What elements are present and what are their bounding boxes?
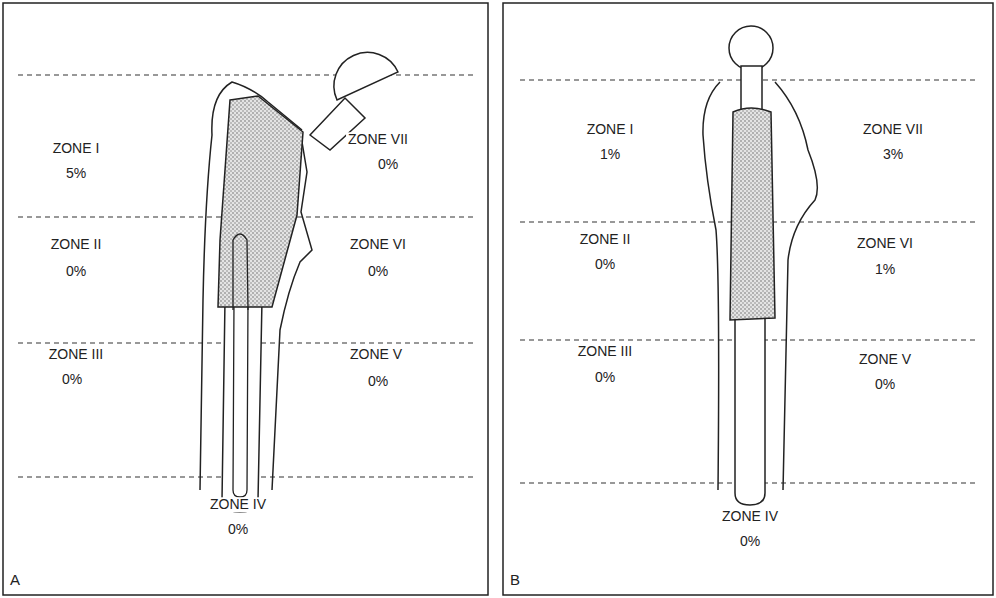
panel-letter: A xyxy=(10,572,20,589)
panel-letter: B xyxy=(510,572,520,589)
percent-label: 0% xyxy=(366,374,390,389)
zone-label: ZONE V xyxy=(348,347,404,362)
percent-label: 5% xyxy=(64,166,88,181)
zone-label: ZONE VII xyxy=(346,132,410,147)
percent-label: 3% xyxy=(881,147,905,162)
femoral-stem xyxy=(729,26,775,505)
femoral-stem xyxy=(218,52,398,512)
zone-label: ZONE IV xyxy=(720,509,780,524)
percent-label: 0% xyxy=(738,534,762,549)
panel-frame xyxy=(503,3,993,595)
zone-label: ZONE II xyxy=(49,237,104,252)
zone-label: ZONE IV xyxy=(208,497,268,512)
panel-frame xyxy=(3,3,488,595)
zone-label: ZONE II xyxy=(578,232,633,247)
percent-label: 0% xyxy=(873,377,897,392)
percent-label: 0% xyxy=(593,370,617,385)
percent-label: 0% xyxy=(593,257,617,272)
zone-label: ZONE VI xyxy=(348,237,408,252)
zone-label: ZONE I xyxy=(585,122,636,137)
percent-label: 1% xyxy=(598,147,622,162)
zone-label: ZONE III xyxy=(47,347,105,362)
percent-label: 0% xyxy=(376,157,400,172)
zone-label: ZONE III xyxy=(576,344,634,359)
percent-label: 1% xyxy=(873,262,897,277)
zone-boundaries xyxy=(18,75,975,483)
zone-label: ZONE VII xyxy=(861,122,925,137)
percent-label: 0% xyxy=(60,372,84,387)
zone-label: ZONE VI xyxy=(855,236,915,251)
zone-label: ZONE V xyxy=(857,352,913,367)
percent-label: 0% xyxy=(366,264,390,279)
zone-label: ZONE I xyxy=(51,141,102,156)
percent-label: 0% xyxy=(64,264,88,279)
percent-label: 0% xyxy=(226,522,250,537)
